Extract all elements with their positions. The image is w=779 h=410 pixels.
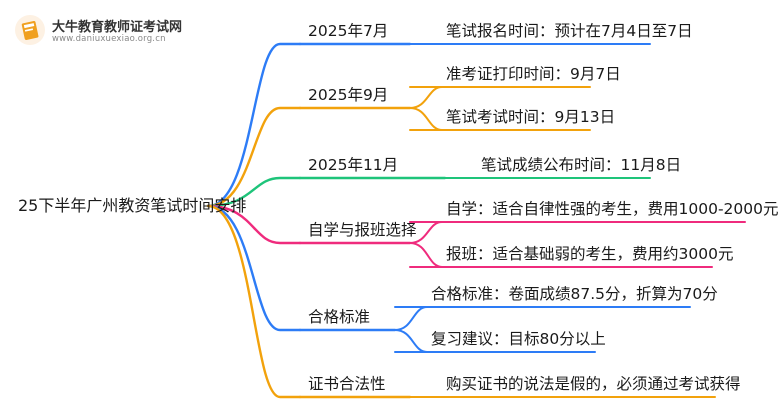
child-label: 报班：适合基础弱的考生，费用约3000元 [446, 245, 734, 263]
book-logo-icon [15, 15, 45, 45]
branch-label: 自学与报班选择 [308, 221, 417, 239]
child-connector [409, 86, 443, 109]
child-label: 合格标准：卷面成绩87.5分，折算为70分 [431, 285, 718, 303]
branch-connector [206, 204, 302, 245]
child-label: 准考证打印时间：9月7日 [446, 65, 621, 83]
child-label: 笔试报名时间：预计在7月4日至7日 [446, 22, 693, 40]
branch-label: 2025年11月 [308, 156, 399, 174]
child-connector [409, 242, 443, 268]
child-connector [394, 306, 428, 331]
root-node-label: 25下半年广州教资笔试时间安排 [18, 196, 247, 215]
branch-connector [206, 176, 302, 208]
child-label: 笔试成绩公布时间：11月8日 [481, 156, 682, 174]
child-label: 复习建议：目标80分以上 [431, 330, 606, 348]
branch-connector [206, 42, 302, 208]
branch-connector [206, 204, 302, 332]
child-connector [394, 329, 428, 353]
branch-label: 2025年7月 [308, 22, 389, 40]
watermark-logo: 大牛教育教师证考试网 www.daniuxuexiao.org.cn [14, 14, 224, 50]
branch-connector [206, 204, 302, 399]
child-label: 自学：适合自律性强的考生，费用1000-2000元 [446, 200, 779, 218]
branch-label: 2025年9月 [308, 86, 389, 104]
child-label: 购买证书的说法是假的，必须通过考试获得 [446, 375, 741, 393]
watermark-url: www.daniuxuexiao.org.cn [52, 34, 166, 44]
watermark-title: 大牛教育教师证考试网 [52, 20, 183, 35]
branch-label: 合格标准 [308, 308, 371, 326]
branch-label: 证书合法性 [308, 375, 386, 393]
mindmap-canvas [206, 42, 746, 399]
child-label: 笔试考试时间：9月13日 [446, 108, 616, 126]
branch-connector [206, 106, 302, 208]
child-connector [409, 107, 443, 131]
